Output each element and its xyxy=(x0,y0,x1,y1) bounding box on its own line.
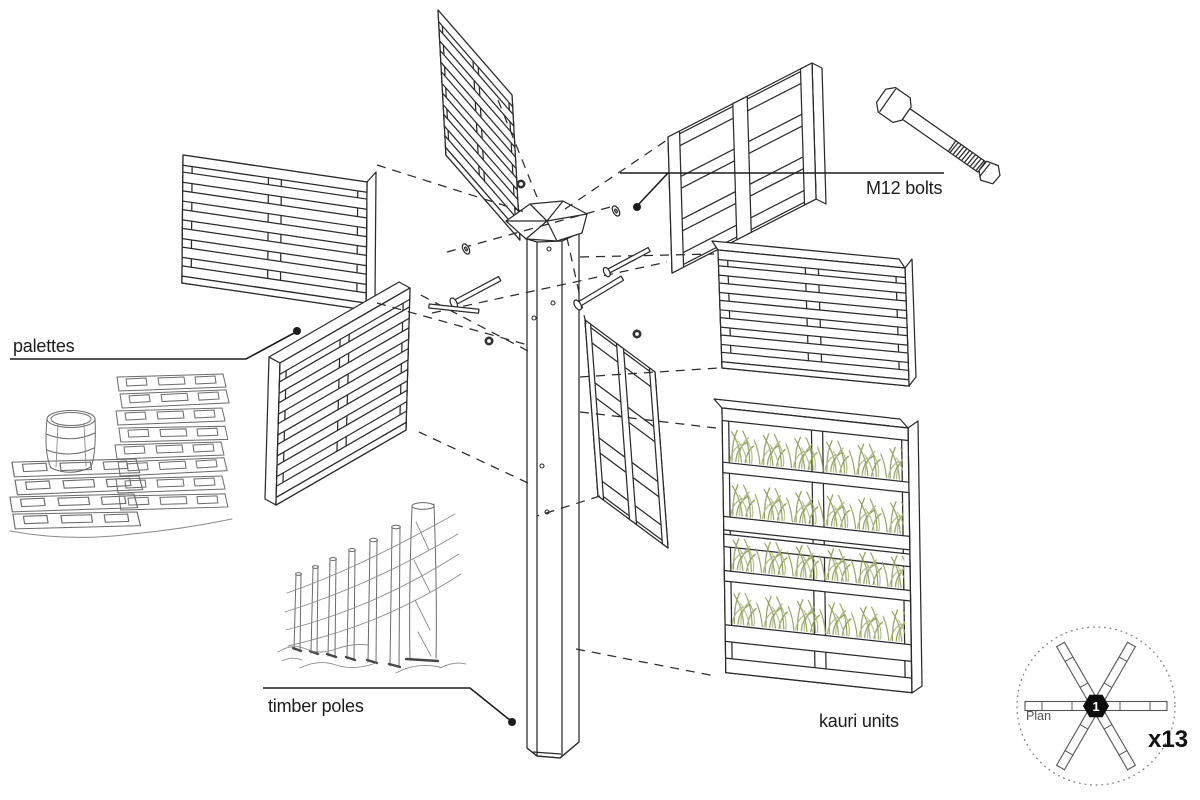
timber-pole xyxy=(506,201,587,758)
nut xyxy=(516,179,526,189)
pole-cap xyxy=(506,201,587,241)
washer xyxy=(611,205,621,218)
plan-arm xyxy=(1096,641,1136,702)
pallet-mid-right xyxy=(712,241,916,387)
fence-posts-sketch xyxy=(277,502,467,674)
plan-arm xyxy=(1104,700,1168,712)
projection-lines xyxy=(376,99,720,677)
barrel-sketch xyxy=(45,410,96,473)
plan-icon: 1 Plan xyxy=(1016,626,1176,786)
leader-timber-poles: timber poles xyxy=(263,687,516,726)
bolt xyxy=(449,274,503,310)
plan-arm xyxy=(1096,710,1136,771)
plan-caption: Plan xyxy=(1026,709,1051,723)
plan-dotted-circle xyxy=(1016,626,1176,786)
kauri-unit-assembly xyxy=(714,399,922,693)
label-timber-poles: timber poles xyxy=(268,696,364,716)
m12-bolt-illustration xyxy=(873,84,1007,191)
pallet-stack-sketch xyxy=(9,373,233,538)
plan-arm xyxy=(1056,641,1096,702)
multiplier-label: x13 xyxy=(1148,726,1188,753)
bolt xyxy=(429,304,479,313)
nut xyxy=(484,336,494,346)
plan-arm xyxy=(1056,710,1096,771)
bolt xyxy=(602,245,652,278)
bolt xyxy=(572,273,625,311)
kauri-plant-rows xyxy=(727,408,906,645)
hub-number: 1 xyxy=(1092,699,1099,714)
pallet-mid-left xyxy=(265,282,411,506)
label-kauri-units: kauri units xyxy=(819,711,899,731)
leader-m12-bolts: M12 bolts xyxy=(620,172,944,211)
leader-palettes: palettes xyxy=(10,327,301,360)
hub-hexagon xyxy=(1083,694,1109,718)
pallet-upper-right-back xyxy=(667,63,826,274)
pallet-upper-left xyxy=(181,154,376,310)
label-m12-bolts: M12 bolts xyxy=(866,178,942,198)
pallet-center-back xyxy=(584,319,669,549)
nut xyxy=(632,329,642,339)
label-palettes: palettes xyxy=(13,336,75,356)
assembly-hardware xyxy=(429,179,652,346)
pallet-top xyxy=(437,9,521,241)
washer xyxy=(461,243,471,256)
